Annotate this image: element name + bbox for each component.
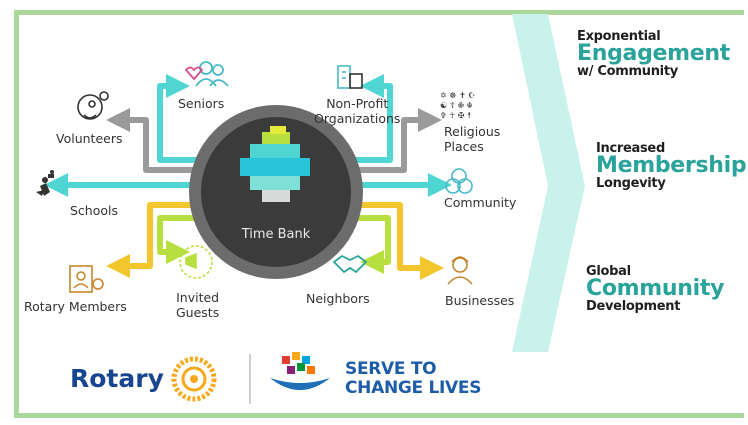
arrow-neighbors	[343, 215, 391, 274]
outcome-top: Increased	[596, 141, 665, 156]
node-label-rotary-members: Rotary Members	[24, 299, 127, 314]
religious-icon: ✡ ☸ ✝ ☪ ☯ ☦ ✙ ☬ ✞ ☥ ✠ ☨	[440, 91, 475, 120]
arrow-invited-guests	[157, 215, 212, 264]
node-label-invited-guests: Invited Guests	[176, 290, 220, 320]
node-label-schools: Schools	[70, 203, 119, 218]
seniors-icon	[184, 61, 229, 87]
businesses-icon	[447, 256, 473, 285]
frame-border	[14, 10, 744, 418]
svg-text:☯ ☦ ✙ ☬: ☯ ☦ ✙ ☬	[440, 101, 472, 110]
node-label-neighbors: Neighbors	[306, 291, 370, 306]
arrow-nonprofit	[355, 74, 393, 163]
outcome-big: Engagement	[577, 41, 730, 66]
arrow-seniors	[157, 74, 198, 163]
arrow-volunteers	[106, 108, 200, 173]
node-label-community: Community	[444, 195, 517, 210]
serve-to-change-lives-icon	[270, 352, 330, 390]
outcome-engagement: Exponential Engagement w/ Community	[577, 30, 730, 78]
node-label-religious: Religious Places	[444, 124, 501, 154]
community-icon	[445, 168, 473, 194]
outcome-bottom: Development	[586, 299, 681, 314]
neighbors-icon	[332, 254, 368, 274]
outcome-community: Global Community Development	[586, 265, 724, 313]
outcome-big: Membership	[596, 153, 747, 178]
schools-icon	[36, 170, 54, 196]
invited-guests-icon	[179, 245, 213, 279]
outcome-bottom: Longevity	[596, 176, 666, 191]
nonprofit-icon	[337, 65, 363, 89]
svg-text:✞ ☥ ✠ ☨: ✞ ☥ ✠ ☨	[440, 111, 471, 120]
node-label-volunteers: Volunteers	[56, 131, 123, 146]
outcome-top: Exponential	[577, 29, 661, 44]
volunteers-icon	[77, 91, 109, 120]
svg-text:✡ ☸ ✝ ☪: ✡ ☸ ✝ ☪	[440, 91, 475, 100]
outcome-bottom: w/ Community	[577, 64, 678, 79]
rotary-wordmark: Rotary	[70, 364, 164, 393]
node-label-seniors: Seniors	[178, 96, 225, 111]
arrow-religious	[356, 108, 442, 173]
serve-line-2: CHANGE LIVES	[345, 378, 482, 398]
serve-tagline: SERVE TO CHANGE LIVES	[345, 360, 481, 398]
rotary-wheel-icon	[171, 356, 217, 402]
serve-line-1: SERVE TO	[345, 359, 437, 379]
rotary-members-icon	[69, 265, 104, 293]
outcome-big: Community	[586, 276, 725, 301]
arrow-businesses	[350, 202, 444, 280]
arrow-rotary-members	[106, 202, 204, 278]
outcome-top: Global	[586, 264, 631, 279]
node-label-nonprofit: Non-Profit Organizations	[314, 96, 401, 126]
node-label-businesses: Businesses	[445, 293, 515, 308]
hub-label: Time Bank	[241, 227, 311, 242]
outcome-membership: Increased Membership Longevity	[596, 141, 747, 191]
outcome-chevron	[512, 14, 585, 352]
time-bank-logo	[240, 126, 310, 202]
